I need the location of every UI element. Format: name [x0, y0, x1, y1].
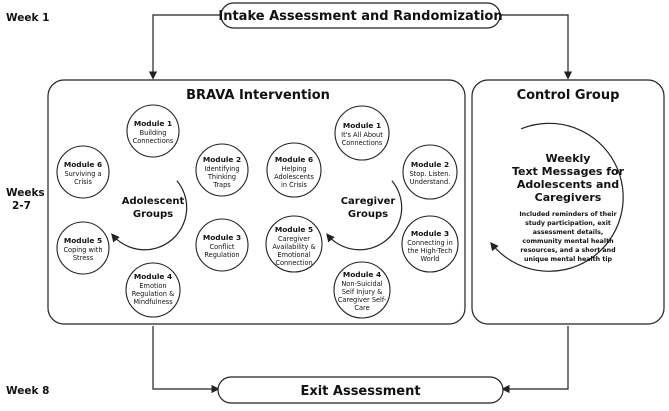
module-desc: Conflict: [209, 243, 234, 251]
adolescent-module-1: Module 1 Building Connections: [126, 104, 180, 158]
module-desc: Stop. Listen.: [409, 170, 450, 178]
module-desc: Building: [140, 129, 167, 137]
adolescent-cycle-arrow: [111, 180, 188, 251]
week1-label: Week 1: [6, 12, 49, 24]
module-desc: Coping with: [63, 246, 102, 254]
control-body-line3: assessment details,: [533, 229, 604, 236]
module-title: Module 6: [275, 155, 313, 164]
module-desc: Stress: [73, 254, 94, 262]
control-heading-line2: Text Messages for: [512, 165, 625, 178]
module-title: Module 1: [134, 119, 172, 128]
module-desc: Crisis: [74, 178, 92, 186]
module-desc: Connections: [342, 139, 383, 147]
module-desc: Understand.: [410, 178, 450, 186]
module-desc: Mindfulness: [133, 298, 173, 306]
intake-assessment-label: Intake Assessment and Randomization: [218, 9, 502, 24]
control-body-line5: resources, and a short and: [520, 247, 615, 254]
caregiver-group-label-line1: Caregiver: [341, 196, 396, 207]
caregiver-module-4: Module 4 Non-Suicidal Self Injury & Care…: [333, 261, 391, 319]
control-heading-line1: Weekly: [546, 152, 591, 165]
weeks-mid-label-line2: 2-7: [12, 200, 31, 212]
module-desc: Connecting in: [407, 239, 453, 247]
adolescent-module-2: Module 2 Identifying Thinking Traps: [195, 143, 249, 197]
caregiver-module-3: Module 3 Connecting in the High-Tech Wor…: [401, 215, 459, 273]
control-group-box: [471, 79, 665, 325]
module-desc: Care: [354, 304, 369, 312]
module-desc: Self Injury &: [342, 288, 382, 296]
adolescent-group-label-line2: Groups: [133, 209, 173, 220]
caregiver-module-2: Module 2 Stop. Listen. Understand.: [402, 144, 458, 200]
module-desc: in Crisis: [281, 181, 308, 189]
control-heading-line3: Adolescents and: [517, 178, 619, 191]
module-desc: Caregiver Self-: [338, 296, 387, 304]
module-title: Module 5: [275, 225, 313, 234]
intervention-title: BRAVA Intervention: [186, 88, 330, 103]
weeks-mid-label-line1: Weeks: [6, 187, 45, 199]
module-title: Module 5: [64, 236, 102, 245]
module-title: Module 1: [343, 121, 381, 130]
intake-to-control-arrow: [500, 14, 573, 80]
module-desc: It's All About: [341, 131, 383, 139]
module-desc: Helping: [281, 165, 306, 173]
exit-assessment-box: [217, 376, 504, 404]
module-desc: Regulation &: [132, 290, 174, 298]
intervention-box: [47, 79, 466, 325]
caregiver-group-label-line2: Groups: [348, 209, 388, 220]
control-group-title: Control Group: [517, 88, 620, 103]
control-body-line1: Included reminders of their: [519, 211, 617, 218]
module-desc: Emotion: [139, 282, 166, 290]
module-desc: Thinking: [207, 173, 236, 181]
intake-assessment-box: [220, 2, 501, 29]
module-desc: Traps: [212, 181, 231, 189]
caregiver-cycle-arrow: [326, 180, 403, 251]
intervention-to-exit-arrow: [152, 326, 220, 394]
adolescent-module-6: Module 6 Surviving a Crisis: [56, 145, 110, 199]
module-title: Module 2: [411, 160, 449, 169]
caregiver-module-6: Module 6 Helping Adolescents in Crisis: [266, 142, 322, 198]
module-desc: the High-Tech: [408, 247, 453, 255]
module-desc: Emotional: [277, 251, 310, 259]
module-title: Module 2: [203, 155, 241, 164]
module-title: Module 3: [411, 229, 449, 238]
intake-to-intervention-arrow: [148, 14, 221, 80]
module-title: Module 4: [134, 272, 172, 281]
week8-label: Week 8: [6, 385, 49, 397]
module-title: Module 3: [203, 233, 241, 242]
module-desc: Connection: [275, 259, 312, 267]
control-heading-line4: Caregivers: [535, 191, 602, 204]
module-desc: Adolescents: [274, 173, 314, 181]
module-desc: Regulation: [204, 251, 239, 259]
module-desc: Caregiver: [278, 235, 310, 243]
control-body-line6: unique mental health tip: [524, 256, 613, 263]
caregiver-module-1: Module 1 It's All About Connections: [334, 105, 390, 161]
module-desc: Non-Suicidal: [341, 280, 382, 288]
adolescent-group-label-line1: Adolescent: [122, 196, 185, 207]
module-desc: Identifying: [204, 165, 239, 173]
module-desc: Availability &: [272, 243, 315, 251]
adolescent-module-3: Module 3 Conflict Regulation: [195, 218, 249, 272]
module-title: Module 4: [343, 270, 381, 279]
control-body-line2: study participation, exit: [525, 220, 611, 227]
control-body-line4: community mental health: [522, 238, 613, 245]
exit-assessment-label: Exit Assessment: [300, 384, 420, 399]
module-title: Module 6: [64, 160, 102, 169]
module-desc: World: [421, 255, 440, 263]
module-desc: Surviving a: [64, 170, 101, 178]
adolescent-module-4: Module 4 Emotion Regulation & Mindfulnes…: [125, 262, 181, 318]
control-cycle-arrow: [490, 122, 624, 272]
adolescent-module-5: Module 5 Coping with Stress: [56, 221, 110, 275]
module-desc: Connections: [133, 137, 174, 145]
caregiver-module-5: Module 5 Caregiver Availability & Emotio…: [265, 215, 323, 273]
control-to-exit-arrow: [501, 326, 569, 394]
